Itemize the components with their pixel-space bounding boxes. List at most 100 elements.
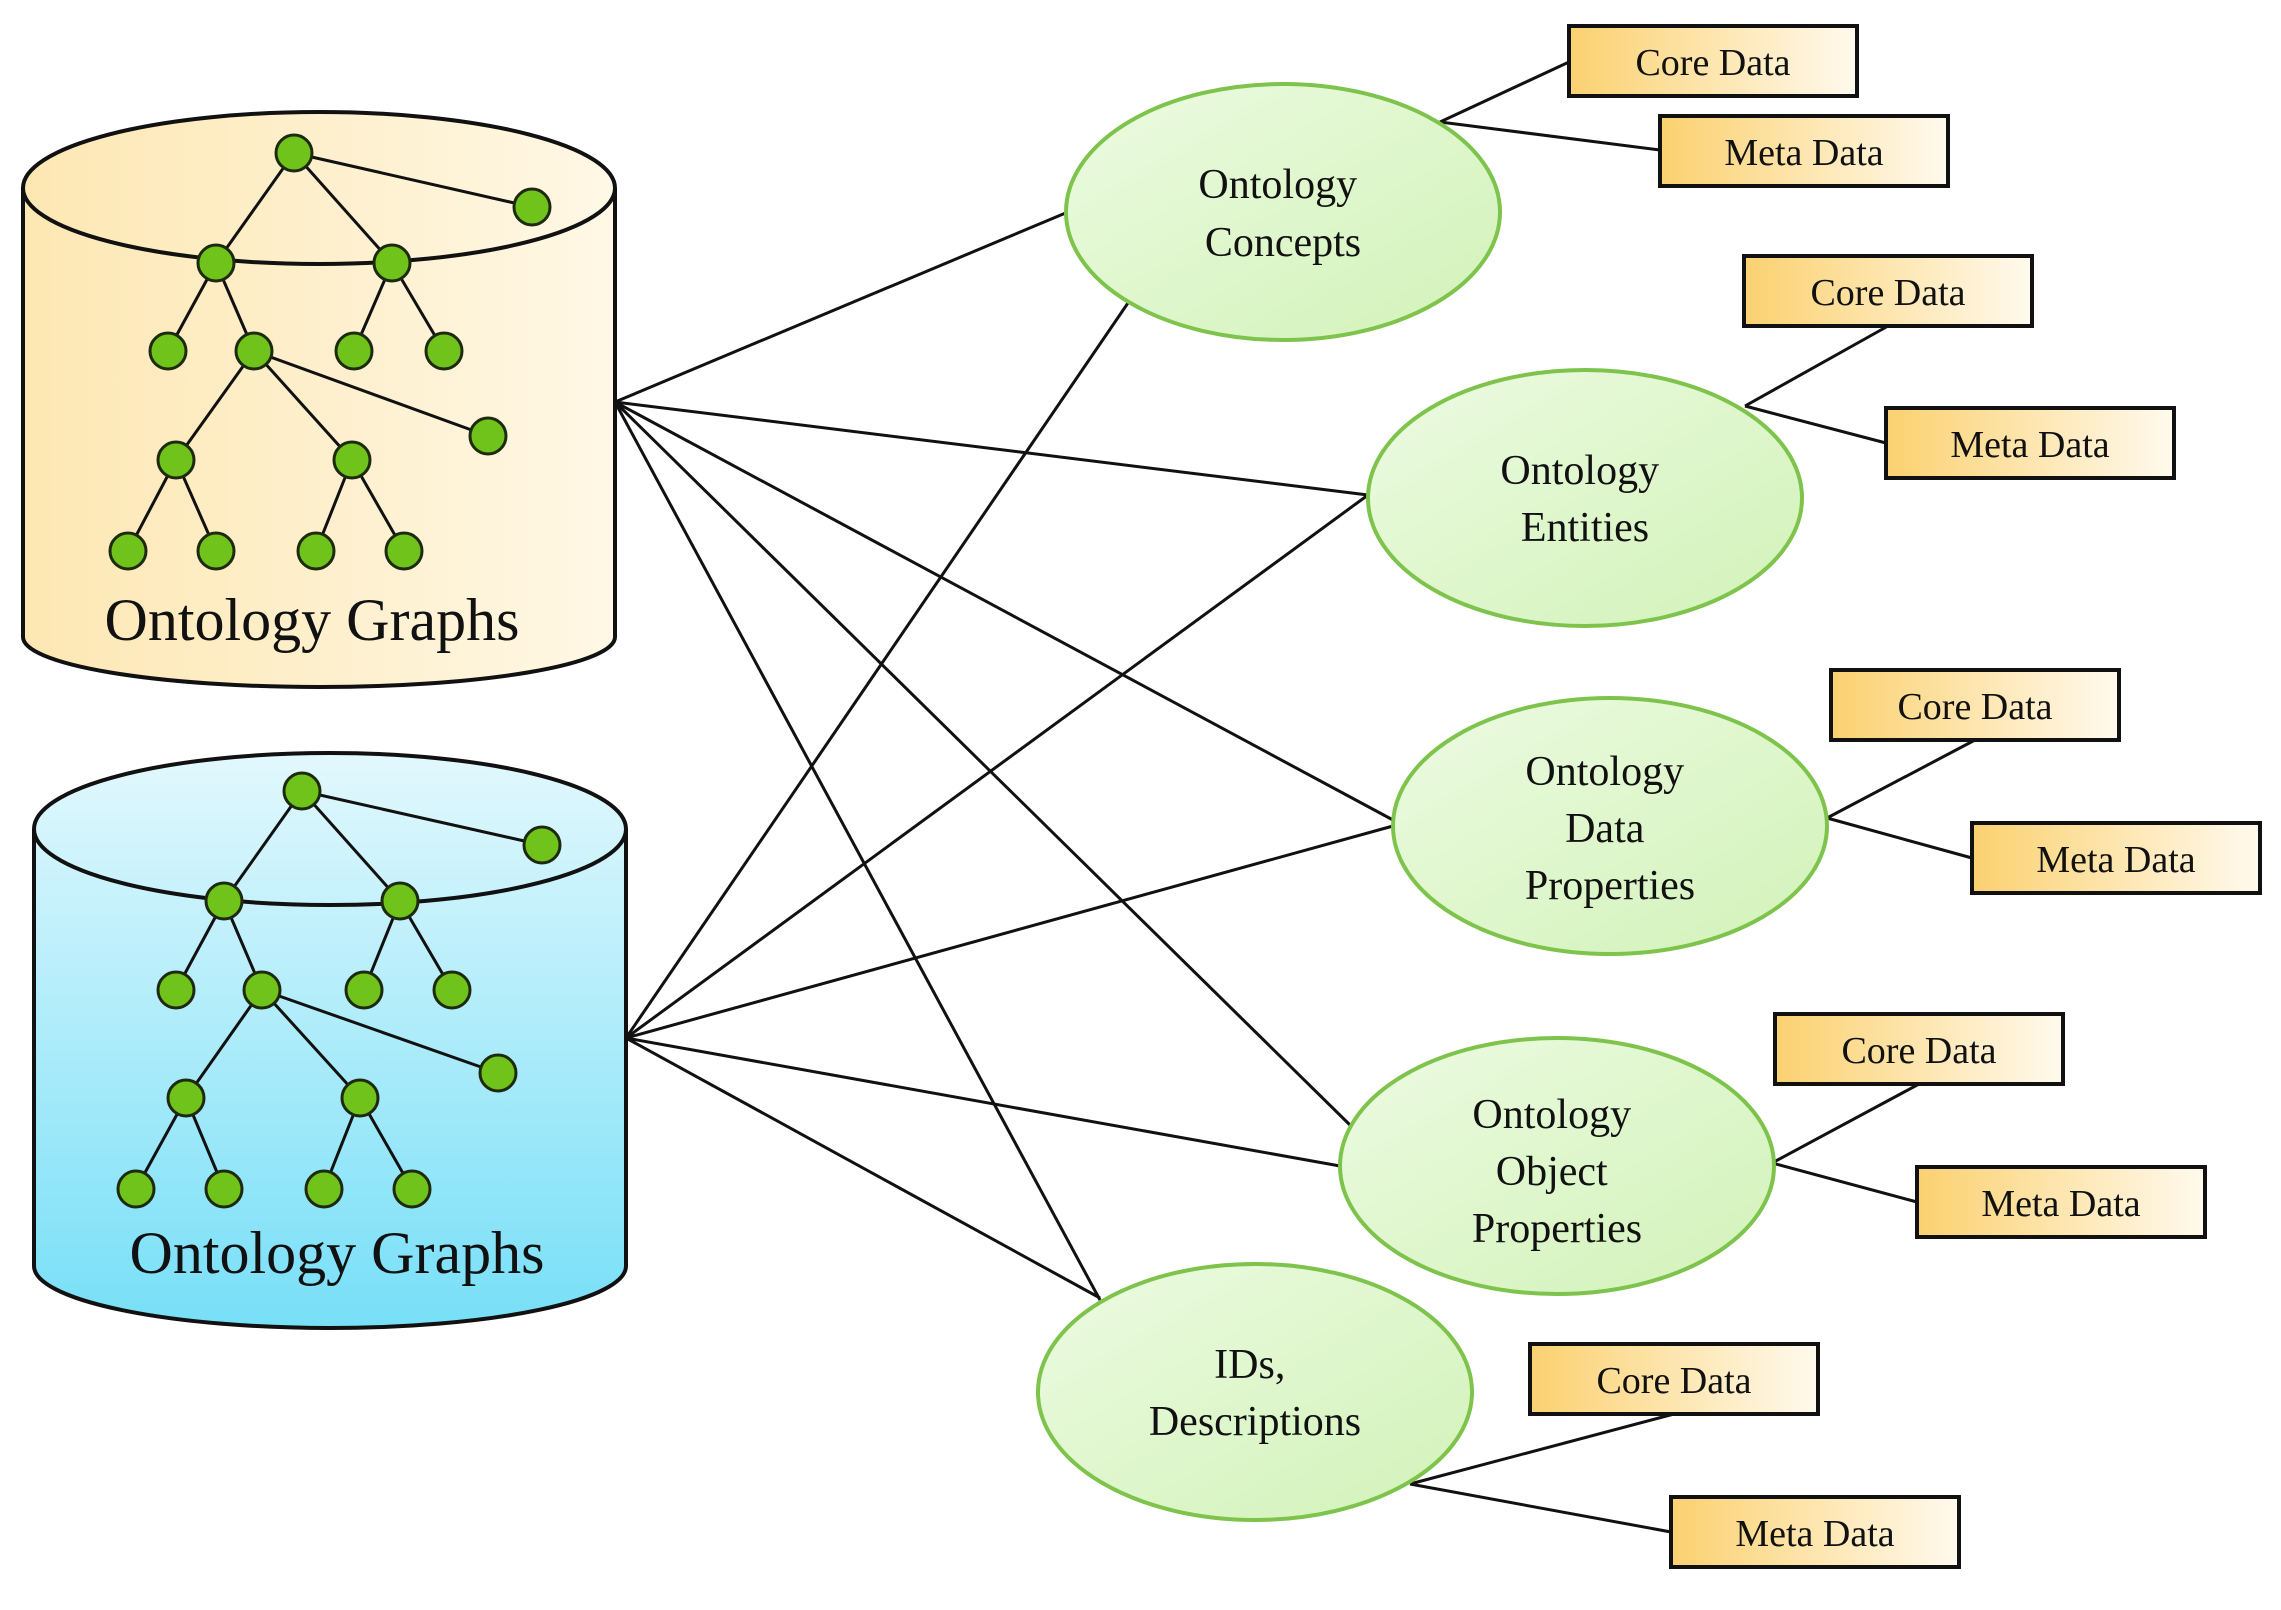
database-label: Ontology Graphs [105,587,520,653]
connector-line [1771,1161,1918,1204]
data-box-core-1: Core Data [1567,24,1859,98]
meta-data-label: Meta Data [1950,424,2109,466]
tree-edge [300,790,402,902]
ontology-tree-graph [108,133,552,571]
core-data-box [1742,254,2034,328]
core-data-box [1567,24,1859,98]
meta-data-label: Meta Data [2036,839,2195,881]
edge-line [614,400,1369,497]
tree-edge [184,989,264,1099]
connector-line [1439,120,1661,152]
edge-line [614,210,1069,404]
database-cylinder-2: Ontology Graphs [32,751,628,1330]
tree-node [372,243,412,283]
tree-node [166,1078,206,1118]
concept-label: Ontology Object Properties [1472,1092,1642,1252]
concept-label: Ontology Concepts [1198,162,1367,266]
concept-label: Ontology Data Properties [1525,749,1695,909]
concept-ellipse [1338,1036,1776,1296]
tree-edge [222,790,304,902]
tree-node [196,243,236,283]
connector-line [1409,1482,1672,1534]
meta-data-label: Meta Data [1981,1183,2140,1225]
data-box-meta-3: Meta Data [1970,821,2262,895]
core-data-label: Core Data [1810,272,1965,314]
tree-node [340,1078,380,1118]
tree-node [204,1169,244,1209]
tree-edge [174,350,256,461]
tree-node [108,531,148,571]
tree-node [156,440,196,480]
edge-line [625,1036,1341,1168]
tree-edge [292,152,394,264]
tree-node [304,1169,344,1209]
tree-node [116,1169,156,1209]
data-box-connectors [1409,60,1976,1534]
tree-node [478,1053,518,1093]
concept-ontology-object-properties: Ontology Object Properties [1338,1036,1776,1296]
tree-node [380,881,420,921]
edge-line [613,401,1102,1301]
connector-line [1826,816,1973,860]
edge-line [625,824,1394,1040]
tree-node [424,331,464,371]
meta-data-box [1658,114,1950,188]
data-box-meta-4: Meta Data [1915,1165,2207,1239]
concept-label: Ontology Entities [1500,448,1669,551]
core-data-label: Core Data [1841,1030,1996,1072]
core-data-label: Core Data [1635,42,1790,84]
concept-ontology-entities: Ontology Entities [1366,368,1804,628]
edge-line [613,400,1352,1127]
tree-edge [260,988,362,1100]
connector-line [1744,404,1887,445]
concept-ellipse [1391,696,1829,956]
edge-line [624,299,1132,1039]
ontology-tree-graph [116,771,562,1209]
core-data-label: Core Data [1596,1360,1751,1402]
tree-node [196,531,236,571]
core-data-box [1528,1342,1820,1416]
tree-node [148,331,188,371]
core-data-label: Core Data [1897,686,2052,728]
tree-node [392,1169,432,1209]
data-box-core-5: Core Data [1528,1342,1820,1416]
core-data-box [1773,1012,2065,1086]
cylinder-rim [21,187,617,266]
data-box-core-2: Core Data [1742,254,2034,328]
tree-node [522,825,562,865]
connector-line [1771,1082,1920,1165]
meta-data-label: Meta Data [1735,1513,1894,1555]
tree-node [234,331,274,371]
tree-edge [253,349,489,438]
edge-line [625,1036,1101,1300]
connector-line [1744,324,1889,408]
tree-edge [214,152,296,264]
concept-ellipse [1036,1262,1474,1522]
data-box-meta-1: Meta Data [1658,114,1950,188]
tree-node [384,531,424,571]
tree-edge [252,349,354,462]
connector-line [1439,60,1570,124]
tree-node [274,133,314,173]
database-cylinder-1: Ontology Graphs [21,110,617,689]
tree-node [432,970,472,1010]
tree-edge [261,988,499,1075]
tree-node [344,970,384,1010]
connector-line [1826,738,1976,820]
tree-edge [293,151,533,209]
edge-line [625,493,1369,1040]
tree-node [242,970,282,1010]
meta-data-label: Meta Data [1724,132,1883,174]
connector-line [1409,1412,1675,1486]
data-box-core-4: Core Data [1773,1012,2065,1086]
core-data-box [1829,668,2121,742]
concept-ellipse [1064,82,1502,342]
data-box-meta-2: Meta Data [1884,406,2176,480]
meta-data-box [1915,1165,2207,1239]
tree-edge [301,789,543,847]
tree-node [156,970,196,1010]
tree-node [468,416,508,456]
concept-ontology-concepts: Ontology Concepts [1064,82,1502,342]
concept-ids-descriptions: IDs, Descriptions [1036,1262,1474,1522]
database-label: Ontology Graphs [130,1220,545,1286]
